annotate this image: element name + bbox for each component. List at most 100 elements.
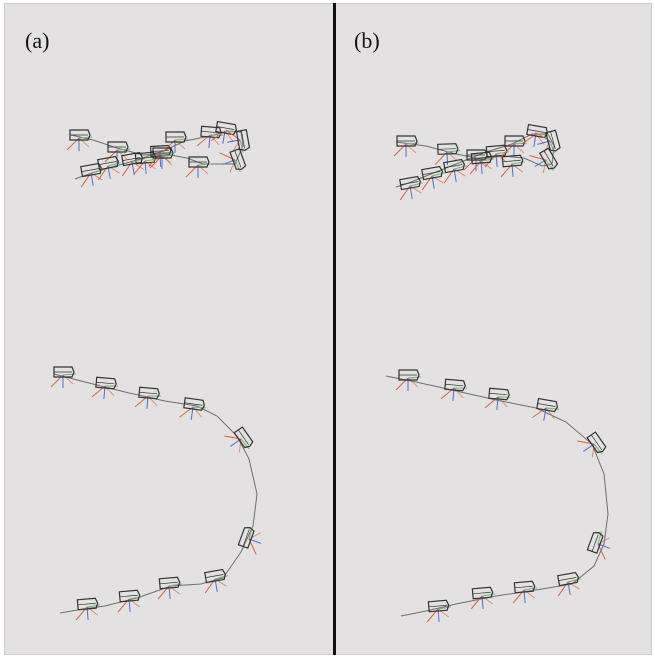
axis-y bbox=[131, 158, 145, 163]
camera-body bbox=[538, 147, 559, 170]
axis-y bbox=[480, 158, 494, 162]
axis-x bbox=[529, 155, 547, 161]
camera-pose bbox=[210, 120, 239, 144]
camera-lens bbox=[537, 403, 556, 407]
axis-x-secondary bbox=[62, 374, 74, 385]
camera-pose bbox=[393, 135, 420, 157]
axis-y bbox=[549, 140, 555, 154]
camera-pose bbox=[91, 376, 119, 399]
camera-pose bbox=[185, 156, 212, 178]
axis-y bbox=[240, 438, 250, 450]
camera-body bbox=[69, 129, 91, 141]
axis-y bbox=[214, 575, 228, 580]
panel-b: (b) bbox=[336, 3, 652, 655]
camera-lens bbox=[400, 181, 419, 185]
camera-body bbox=[215, 120, 237, 136]
trajectory-lower bbox=[53, 373, 258, 614]
camera-pose bbox=[500, 154, 525, 178]
camera-body bbox=[586, 532, 604, 554]
camera-body bbox=[121, 151, 143, 167]
camera-lens bbox=[77, 602, 96, 606]
axis-x-secondary bbox=[229, 159, 236, 173]
camera-pose bbox=[512, 580, 537, 604]
camera-body bbox=[204, 568, 226, 584]
camera-body bbox=[138, 386, 160, 400]
camera-pose bbox=[440, 378, 468, 401]
camera-body bbox=[235, 129, 251, 151]
axis-y bbox=[78, 136, 93, 139]
camera-body bbox=[95, 376, 117, 390]
panel-label-b: (b) bbox=[354, 28, 380, 53]
axis-y bbox=[495, 151, 509, 155]
camera-lens bbox=[550, 131, 556, 150]
camera-lens bbox=[96, 381, 115, 385]
axis-y bbox=[513, 142, 528, 145]
camera-body bbox=[237, 527, 255, 549]
axis-x-secondary bbox=[78, 137, 90, 148]
camera-body bbox=[443, 158, 465, 174]
camera-body bbox=[76, 597, 99, 611]
camera-pose bbox=[148, 144, 173, 168]
camera-lens bbox=[514, 585, 533, 589]
camera-body bbox=[229, 148, 247, 170]
camera-lens bbox=[119, 594, 138, 598]
axis-y bbox=[453, 387, 468, 389]
panel-a: (a) bbox=[4, 3, 334, 655]
axis-x-secondary bbox=[513, 143, 525, 154]
camera-pose bbox=[162, 131, 189, 153]
camera-body bbox=[152, 147, 174, 159]
camera-body bbox=[396, 135, 418, 147]
camera-lens bbox=[471, 156, 490, 160]
axis-x-secondary bbox=[161, 155, 173, 166]
camera-body bbox=[118, 589, 141, 603]
camera-body bbox=[470, 151, 493, 165]
camera-lens bbox=[486, 149, 505, 153]
camera-pose bbox=[179, 397, 207, 420]
camera-pose bbox=[531, 397, 560, 421]
camera-pose bbox=[557, 571, 581, 597]
camera-lens bbox=[241, 130, 245, 149]
camera-body bbox=[444, 378, 466, 392]
camera-lens bbox=[422, 171, 441, 175]
axis-y bbox=[62, 373, 77, 376]
axis-y bbox=[409, 182, 423, 187]
camera-body bbox=[586, 431, 607, 454]
axis-y bbox=[161, 154, 176, 157]
axis-x bbox=[179, 406, 194, 418]
axis-y bbox=[593, 443, 603, 455]
camera-body bbox=[536, 397, 558, 413]
camera-pose bbox=[395, 369, 422, 391]
camera-lens bbox=[201, 130, 220, 134]
camera-body bbox=[158, 576, 181, 590]
axis-y bbox=[437, 606, 451, 610]
camera-lens bbox=[122, 157, 141, 161]
camera-body bbox=[183, 397, 205, 411]
camera-lens bbox=[591, 534, 599, 552]
camera-lens bbox=[139, 391, 158, 395]
camera-lens bbox=[216, 126, 235, 130]
camera-body bbox=[488, 387, 510, 401]
camera-pose bbox=[426, 599, 451, 623]
axis-x-secondary bbox=[405, 143, 417, 154]
camera-pose bbox=[577, 431, 607, 458]
camera-lens bbox=[150, 150, 169, 152]
camera-pose bbox=[66, 129, 93, 151]
axis-y bbox=[168, 583, 182, 587]
camera-lens bbox=[444, 164, 463, 168]
axis-y bbox=[497, 396, 512, 398]
axis-x-secondary bbox=[453, 387, 464, 399]
axis-y bbox=[567, 578, 581, 583]
axis-x-secondary bbox=[197, 164, 209, 175]
camera-pose bbox=[529, 147, 559, 174]
camera-body bbox=[471, 586, 494, 600]
camera-pose bbox=[484, 387, 512, 410]
camera-lens bbox=[242, 529, 250, 547]
camera-pose bbox=[225, 129, 251, 153]
camera-body bbox=[545, 129, 561, 152]
axis-y bbox=[239, 139, 244, 153]
camera-pose bbox=[501, 135, 528, 157]
camera-pose bbox=[75, 597, 100, 621]
camera-pose bbox=[157, 576, 182, 600]
panel-label-a: (a) bbox=[25, 28, 50, 53]
camera-body bbox=[398, 369, 420, 381]
